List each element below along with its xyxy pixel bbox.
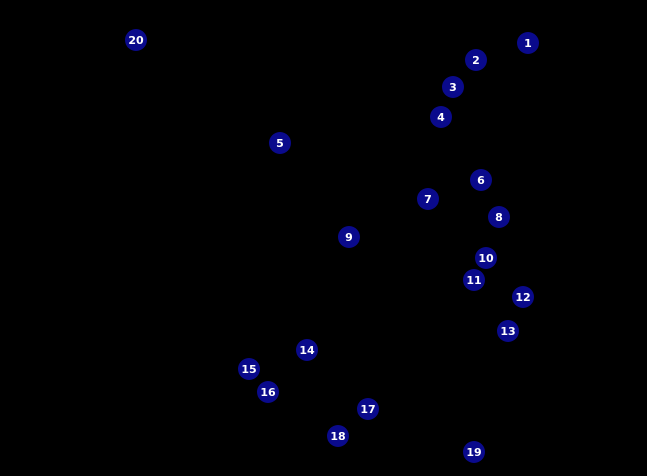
graph-node-label: 18	[330, 429, 346, 443]
graph-node-label: 1	[524, 36, 532, 50]
graph-node-label: 5	[276, 136, 284, 150]
graph-node-label: 3	[449, 80, 457, 94]
graph-node[interactable]: 11	[463, 269, 485, 291]
graph-node[interactable]: 12	[512, 286, 534, 308]
graph-node[interactable]: 6	[470, 169, 492, 191]
graph-node-label: 9	[345, 230, 353, 244]
graph-node[interactable]: 19	[463, 441, 485, 463]
graph-node-label: 15	[241, 362, 257, 376]
graph-node-label: 4	[437, 110, 445, 124]
graph-node[interactable]: 1	[517, 32, 539, 54]
graph-node-label: 7	[424, 192, 432, 206]
graph-node[interactable]: 18	[327, 425, 349, 447]
graph-node-label: 12	[515, 290, 531, 304]
graph-node[interactable]: 17	[357, 398, 379, 420]
graph-node[interactable]: 14	[296, 339, 318, 361]
graph-node-label: 14	[299, 343, 315, 357]
graph-node-label: 17	[360, 402, 376, 416]
graph-node[interactable]: 8	[488, 206, 510, 228]
graph-node[interactable]: 2	[465, 49, 487, 71]
graph-node[interactable]: 10	[475, 247, 497, 269]
graph-node-label: 19	[466, 445, 482, 459]
graph-node-label: 13	[500, 324, 516, 338]
graph-node-label: 6	[477, 173, 485, 187]
graph-node[interactable]: 9	[338, 226, 360, 248]
graph-node[interactable]: 20	[125, 29, 147, 51]
graph-node[interactable]: 3	[442, 76, 464, 98]
graph-node[interactable]: 13	[497, 320, 519, 342]
graph-node[interactable]: 7	[417, 188, 439, 210]
graph-node-label: 8	[495, 210, 503, 224]
graph-node-label: 2	[472, 53, 480, 67]
graph-node[interactable]: 4	[430, 106, 452, 128]
graph-node[interactable]: 16	[257, 381, 279, 403]
graph-node[interactable]: 5	[269, 132, 291, 154]
graph-node-label: 16	[260, 385, 276, 399]
graph-node[interactable]: 15	[238, 358, 260, 380]
graph-node-label: 20	[128, 33, 144, 47]
graph-node-label: 11	[466, 273, 482, 287]
graph-node-label: 10	[478, 251, 494, 265]
